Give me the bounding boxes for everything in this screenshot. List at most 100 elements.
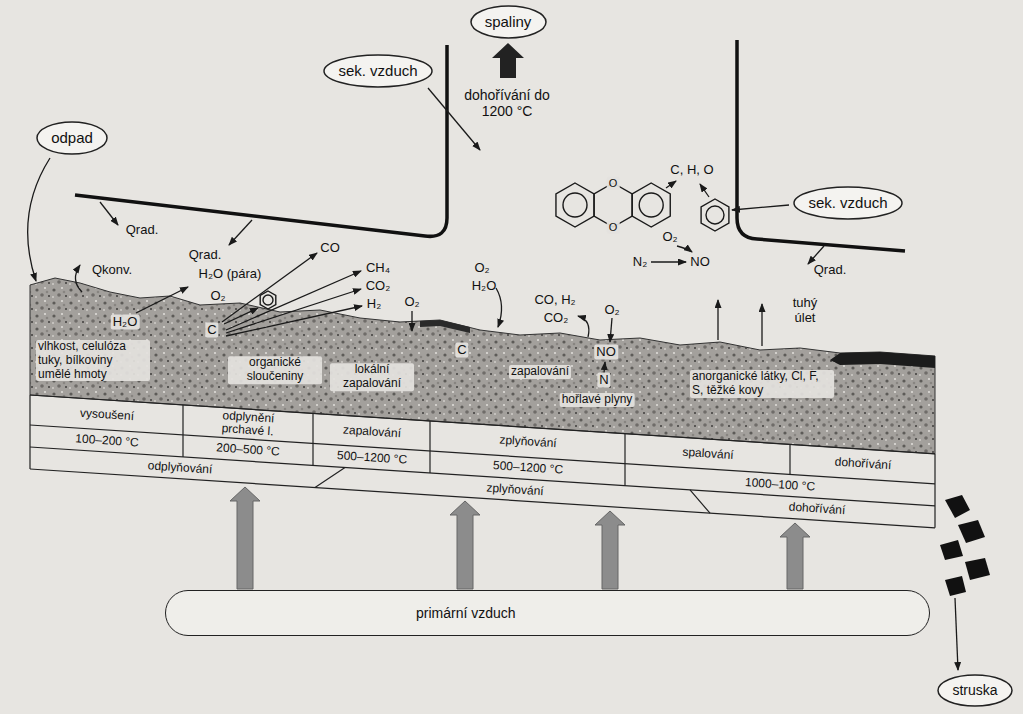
dioxin-ring — [556, 183, 594, 227]
gas-label: C — [455, 343, 468, 358]
gas-label: O₂ — [210, 289, 225, 304]
heat-label: Qrad. — [126, 223, 159, 238]
flow-arrows — [28, 88, 958, 670]
heat-label: Qkonv. — [92, 263, 132, 278]
gas-label: H₂ — [367, 297, 381, 312]
furnace-wall — [75, 45, 447, 236]
flow-arrow — [28, 158, 50, 281]
gas-label: CH₄ — [366, 261, 390, 276]
flow-arrow — [700, 184, 709, 197]
gas-label: NO — [690, 255, 710, 270]
air-arrow — [450, 501, 480, 589]
air-box: primární vzduch — [165, 590, 930, 636]
gas-label: N₂ — [633, 255, 647, 270]
flow-arrow — [677, 246, 692, 252]
gas-label: H₂O — [111, 315, 140, 330]
air-arrow — [230, 487, 260, 589]
flow-arrow — [226, 306, 362, 336]
flow-arrow — [411, 311, 412, 331]
benzene-ring — [701, 199, 729, 231]
output-ellipse: spaliny — [470, 5, 547, 39]
gas-label: NO — [594, 345, 618, 360]
gas-label: CO₂ — [544, 311, 569, 326]
gas-label: O₂ — [604, 303, 619, 318]
slag-chunk — [940, 540, 963, 560]
gas-label: H₂O (pára) — [199, 267, 262, 282]
air-ellipse: sek. vzduch — [793, 186, 903, 220]
slag-chunks — [940, 495, 990, 596]
heat-label: Qrad. — [189, 248, 222, 263]
primary-air-arrows — [230, 487, 810, 589]
gas-label: CO, H₂ — [534, 293, 575, 308]
zone-label: zapalování — [342, 424, 401, 441]
zone-label: odplynění prchavé l. — [207, 408, 289, 440]
process-label: tuhý úlet — [785, 296, 825, 326]
heat-label: Qrad. — [814, 263, 847, 278]
material-label: vlhkost, celulóza tuky, bílkoviny umělé … — [36, 340, 150, 381]
flow-arrow — [666, 181, 676, 188]
process-label: lokální zapalování — [330, 363, 414, 391]
heat-arrow — [100, 202, 118, 225]
gas-label: O₂ — [662, 230, 677, 245]
zone-label: dohořívání — [834, 456, 891, 473]
furnace-wall — [737, 40, 905, 251]
flow-arrow — [578, 316, 589, 337]
temperature-label: 200–500 °C — [216, 442, 280, 459]
process-label: zapalování — [509, 365, 571, 379]
node-text: odpad — [51, 129, 93, 146]
zone-label: zplyňování — [486, 481, 544, 498]
atom-label: O — [607, 177, 620, 190]
zone-label: odplyňování — [147, 459, 212, 476]
air-ellipse: sek. vzduch — [323, 54, 433, 88]
output-ellipse: struska — [937, 674, 1013, 707]
aromatic-circle — [263, 295, 273, 305]
ellipse-shape — [324, 55, 432, 87]
zone-label: dohořívání — [788, 501, 845, 518]
gas-label: O₂ — [404, 295, 419, 310]
node-text: primární vzduch — [416, 605, 516, 621]
molecules — [260, 183, 729, 309]
slag-chunk — [945, 576, 966, 596]
slag-chunk — [945, 495, 970, 518]
table-line — [30, 395, 935, 528]
aromatic-circle — [639, 193, 663, 217]
flow-arrow — [651, 261, 686, 262]
input-ellipse: odpad — [36, 121, 108, 155]
heat-arrow — [75, 265, 82, 292]
table-line — [30, 395, 935, 454]
ellipse-shape — [37, 122, 107, 154]
dioxin-ring — [632, 183, 670, 227]
node-text: sek. vzduch — [338, 62, 417, 79]
burnt-band — [830, 352, 935, 368]
burnt-band — [420, 320, 470, 333]
ellipse-shape — [938, 675, 1012, 706]
table-line — [30, 425, 935, 484]
zone-label: vysoušení — [79, 407, 134, 424]
zone-label: zplyňování — [498, 434, 556, 451]
temperature-label: 500–1200 °C — [336, 449, 407, 467]
aromatic-circle — [563, 193, 587, 217]
flow-arrow — [717, 300, 718, 340]
aromatic-circle — [706, 206, 724, 224]
table-divider — [315, 468, 710, 514]
flow-arrow — [496, 288, 502, 327]
heat-arrow — [808, 246, 824, 264]
air-arrow — [595, 511, 625, 589]
gas-label: C — [205, 323, 218, 338]
ellipse-shape — [471, 6, 546, 38]
flue-gas-arrow — [492, 43, 524, 78]
heat-arrow — [229, 220, 252, 245]
slag-chunk — [965, 558, 990, 580]
gas-label: N — [597, 373, 610, 388]
flow-arrow — [604, 362, 605, 373]
gas-label: H₂O — [472, 279, 497, 294]
ellipse-shape — [794, 187, 902, 219]
process-label: hořlavé plyny — [560, 393, 635, 407]
material-label: anorganické látky, Cl, F, S, těžké kovy — [690, 370, 834, 398]
slag-chunk — [958, 520, 985, 543]
flow-arrow — [610, 318, 612, 342]
table-line — [30, 447, 935, 506]
zone-label: spalování — [681, 446, 733, 462]
temperature-label: 100–200 °C — [74, 432, 138, 449]
